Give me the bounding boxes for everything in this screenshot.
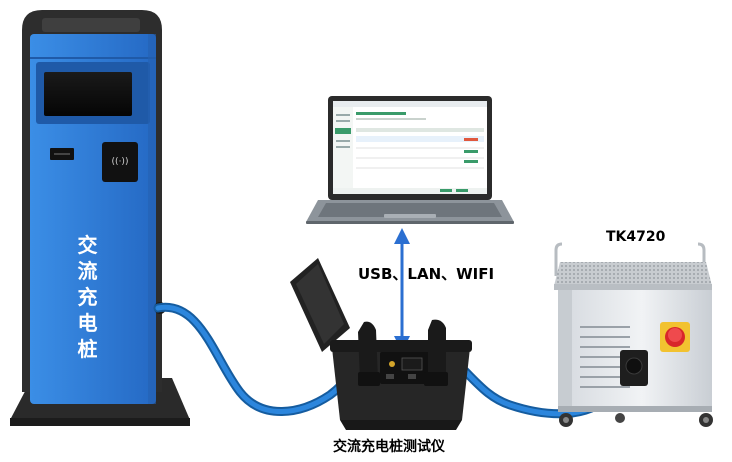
charging-pile-label: 交 流 充 电 桩 <box>68 232 108 362</box>
laptop-icon <box>306 96 514 224</box>
pile-char: 桩 <box>77 337 99 361</box>
charging-pile: ((·)) <box>10 10 190 426</box>
display-screen-icon <box>44 72 132 116</box>
pile-char: 充 <box>77 285 99 309</box>
load-model-label: TK4720 <box>606 229 666 245</box>
pile-char: 交 <box>77 233 99 257</box>
emergency-stop-icon <box>660 322 690 352</box>
tester-label: 交流充电桩测试仪 <box>333 439 445 455</box>
connection-label: USB、LAN、WIFI <box>358 265 495 283</box>
plug-icon <box>358 321 380 386</box>
pile-char: 流 <box>77 259 99 283</box>
card-reader-icon: ((·)) <box>102 142 138 182</box>
tk4720-load <box>554 242 713 427</box>
connection-arrow <box>394 228 410 352</box>
pile-char: 电 <box>77 311 99 335</box>
plug-icon <box>424 319 448 386</box>
svg-text:((·)): ((·)) <box>112 157 129 167</box>
ac-pile-tester <box>290 258 472 430</box>
